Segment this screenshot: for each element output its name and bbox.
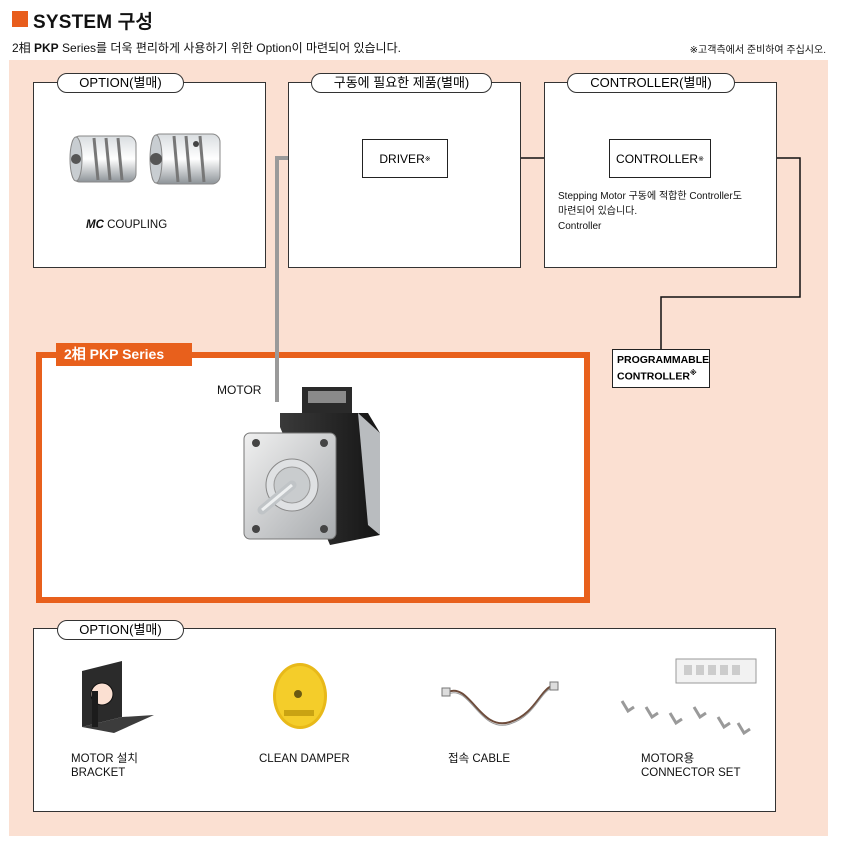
stepping-motor-image	[243, 387, 380, 545]
customer-note: ※고객측에서 준비하여 주십시오.	[689, 45, 826, 56]
controller-desc-line1: Stepping Motor 구동에 적합한 Controller도	[558, 191, 742, 202]
motor-line-overlay	[275, 352, 279, 402]
cable-label-line1: 접속 CABLE	[448, 753, 511, 765]
coupling-image	[69, 133, 221, 185]
damper-label: CLEAN DAMPER	[259, 752, 350, 766]
page-title: SYSTEM 구성	[33, 12, 154, 33]
motor-bracket-image	[82, 661, 154, 733]
controller-node: CONTROLLER※	[609, 139, 711, 178]
bottom-option-box	[33, 628, 776, 812]
plc-node: PROGRAMMABLE CONTROLLER※	[612, 349, 710, 388]
controller-desc-line3: Controller	[558, 221, 602, 232]
plc-line2: CONTROLLER	[617, 370, 690, 383]
connector-set-label-line1: MOTOR용	[641, 753, 695, 765]
cable-label: 접속 CABLE	[448, 752, 510, 766]
damper-label-line1: CLEAN DAMPER	[259, 753, 350, 765]
controller-desc-line2: 마련되어 있습니다.	[558, 206, 638, 217]
series-tag: 2相 PKP Series	[56, 343, 192, 366]
bracket-label-line2: BRACKET	[71, 767, 126, 779]
coupling-label: MC COUPLING	[86, 218, 167, 232]
bottom-option-tab: OPTION(별매)	[57, 620, 184, 640]
plc-line1: PROGRAMMABLE	[617, 354, 710, 367]
bracket-label: MOTOR 설치 BRACKET	[71, 752, 138, 780]
coupling-label-bold: MC	[86, 219, 104, 231]
needed-products-tab: 구동에 필요한 제품(별매)	[311, 73, 492, 93]
driver-label: DRIVER	[379, 151, 425, 166]
connector-set-label-line2: CONNECTOR SET	[641, 767, 741, 779]
motor-label: MOTOR	[217, 383, 262, 397]
connector-set-image	[620, 658, 757, 736]
controller-label: CONTROLLER	[616, 151, 699, 166]
connector-set-label: MOTOR용 CONNECTOR SET	[641, 752, 740, 780]
subtitle-prefix: 2相	[12, 41, 35, 55]
controller-description: Stepping Motor 구동에 적합한 Controller도 마련되어 …	[558, 189, 742, 234]
page-subtitle: 2相 PKP Series를 더욱 편리하게 사용하기 위한 Option이 마…	[12, 39, 401, 56]
coupling-label-rest: COUPLING	[103, 219, 168, 231]
bracket-label-line1: MOTOR 설치	[71, 753, 138, 765]
plc-mark: ※	[689, 370, 697, 378]
controller-tab: CONTROLLER(별매)	[567, 73, 735, 93]
driver-mark: ※	[424, 155, 431, 163]
subtitle-suffix: Series를 더욱 편리하게 사용하기 위한 Option이 마련되어 있습니…	[58, 41, 401, 55]
subtitle-bold: PKP	[34, 41, 59, 55]
driver-node: DRIVER※	[362, 139, 448, 178]
connection-cable-image	[441, 681, 559, 726]
option-tab: OPTION(별매)	[57, 73, 184, 93]
clean-damper-image	[273, 663, 327, 729]
controller-mark: ※	[698, 155, 704, 163]
title-marker	[12, 11, 28, 27]
